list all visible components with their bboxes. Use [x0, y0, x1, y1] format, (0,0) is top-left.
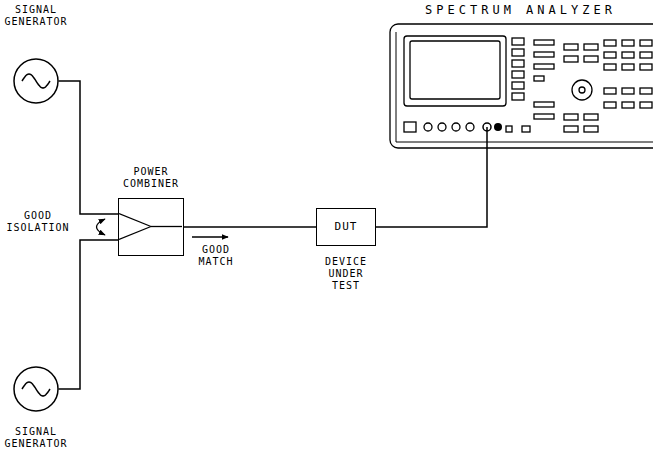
signal-generator: SIGNAL GENERATOR: [0, 366, 72, 450]
instrument-title: SPECTRUM ANALYZER: [388, 4, 653, 16]
node-text: POWER COMBINER: [118, 166, 184, 190]
node-text: SIGNAL GENERATOR: [0, 426, 72, 450]
node-text: DUT: [335, 221, 358, 233]
generator-symbol: [13, 366, 59, 412]
signal-cable: [59, 81, 119, 214]
dut-box: DUT DEVICE UNDER TEST: [316, 208, 376, 292]
combiner-outline: [118, 198, 184, 256]
signal-cable: [376, 152, 487, 227]
combiner-box: POWER COMBINER: [118, 166, 184, 256]
signal-generator: SIGNAL GENERATOR: [0, 4, 72, 104]
match-arrow: [192, 236, 228, 237]
dut-outline: DUT: [316, 208, 376, 246]
signal-cable: [59, 240, 119, 389]
note-label: GOOD MATCH: [184, 244, 248, 268]
node-text: SIGNAL GENERATOR: [0, 4, 72, 28]
generator-symbol: [13, 58, 59, 104]
combiner-symbol: [119, 199, 182, 254]
signal-cable: [184, 226, 316, 228]
note-label: GOOD ISOLATION: [2, 210, 74, 234]
analyzer-illustration: [388, 22, 653, 152]
instrument: SPECTRUM ANALYZER: [388, 4, 653, 152]
isolation-arrow: [97, 219, 106, 235]
node-text: DEVICE UNDER TEST: [316, 256, 376, 292]
